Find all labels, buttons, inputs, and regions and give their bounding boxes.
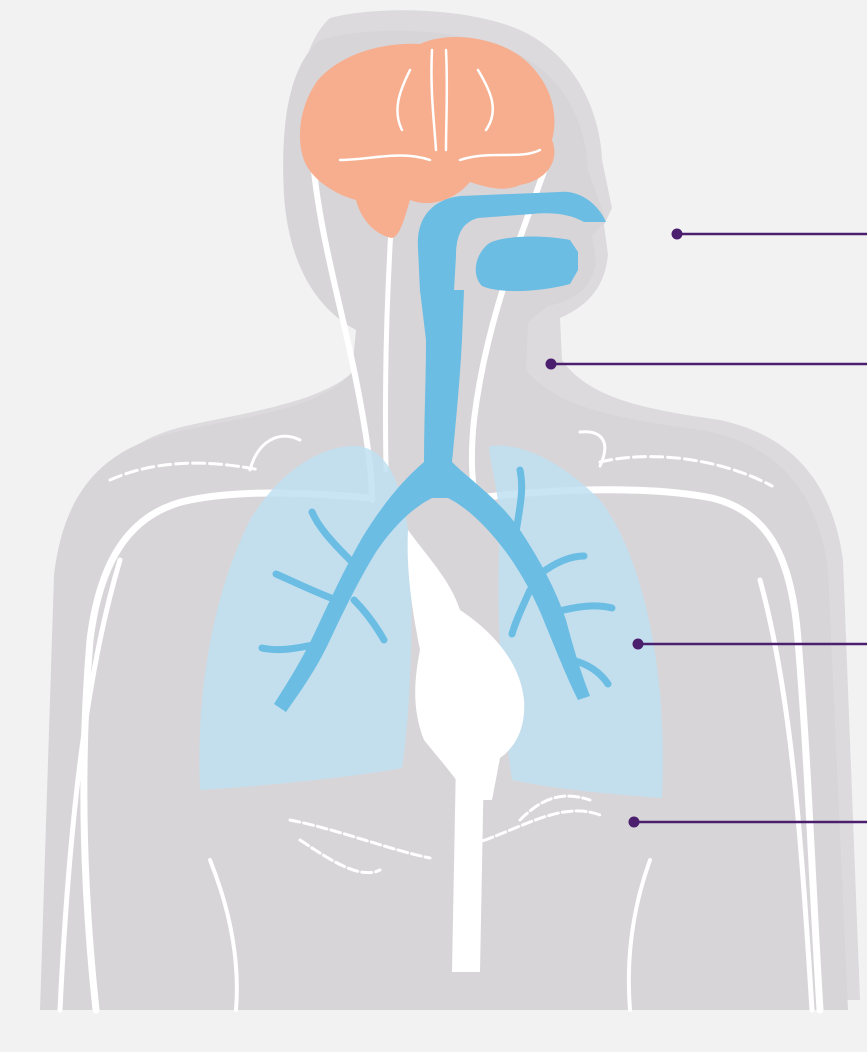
callout-dot-larynx	[546, 359, 557, 370]
descending-aorta	[452, 760, 484, 972]
brain-fold	[446, 50, 447, 150]
oral-cavity	[476, 237, 578, 292]
callout-dot-nasal-cavity	[672, 229, 683, 240]
callout-dot-diaphragm	[629, 817, 640, 828]
callout-dot-lungs	[633, 639, 644, 650]
